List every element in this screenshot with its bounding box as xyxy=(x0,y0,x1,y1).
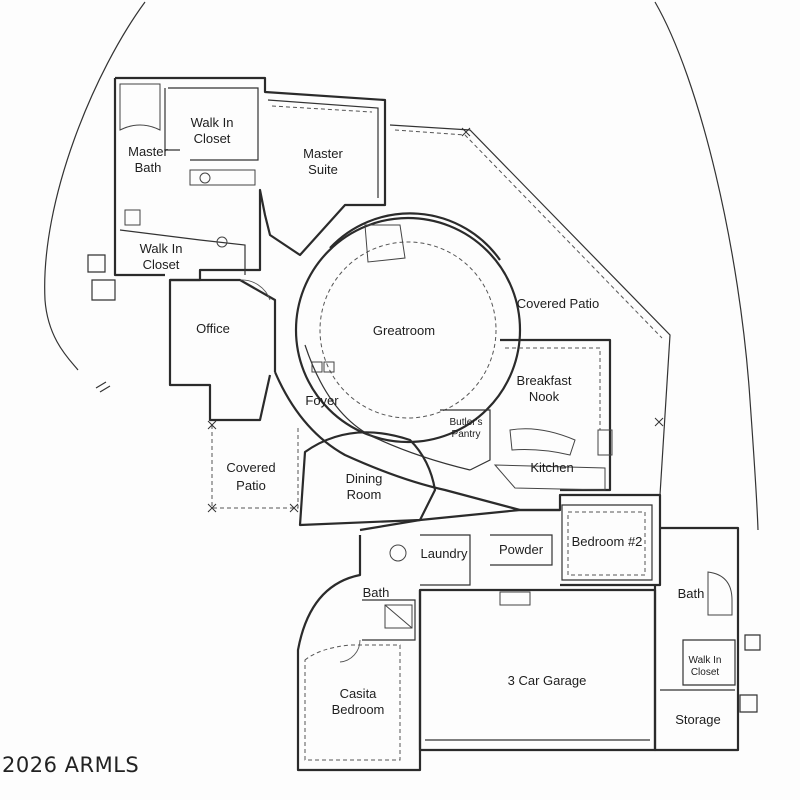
patio-post-5 xyxy=(654,417,664,427)
toilet-master xyxy=(124,209,141,226)
master-bath-wall xyxy=(113,78,165,277)
watermark: 2026 ARMLS xyxy=(2,753,139,777)
foyer-curve-outer xyxy=(273,371,560,512)
lot-line-right xyxy=(654,1,759,531)
room-label-bedroom-2: Bedroom #2 xyxy=(572,534,643,549)
casita-door xyxy=(339,639,361,663)
vanity-counter xyxy=(189,169,256,186)
room-label-office: Office xyxy=(196,321,230,336)
master-wing-outline xyxy=(115,76,387,422)
room-label-garage: 3 Car Garage xyxy=(508,673,587,688)
patio-dash-left xyxy=(211,425,299,509)
bedroom-2-dash xyxy=(567,511,646,576)
patio-dash-right xyxy=(394,129,663,339)
laundry-walls xyxy=(420,534,471,586)
butlers-pantry-walls xyxy=(440,409,491,471)
bedroom-2-walls xyxy=(561,504,653,581)
lot-line-left-end xyxy=(95,381,111,393)
patio-post-3 xyxy=(289,503,299,513)
room-label-bath-right: Bath xyxy=(678,586,705,601)
nook-dash xyxy=(505,347,601,430)
master-suite-dash xyxy=(271,105,373,113)
patio-post-4 xyxy=(461,127,471,137)
foyer-pillars xyxy=(311,361,335,373)
room-label-storage: Storage xyxy=(675,712,721,727)
kitchen-island xyxy=(509,428,576,456)
fridge xyxy=(597,429,613,456)
service-wing-outline xyxy=(359,493,662,587)
office-exterior xyxy=(91,279,116,301)
room-label-foyer: Foyer xyxy=(305,393,339,408)
kitchen-counter xyxy=(493,464,606,491)
master-suite-inner xyxy=(267,99,379,198)
greatroom-hearth-arc xyxy=(329,212,501,261)
garage-outline xyxy=(418,588,657,752)
sink-1 xyxy=(199,172,211,184)
foyer-curve-inner xyxy=(304,344,471,471)
right-closet-walls xyxy=(682,639,736,686)
powder-walls xyxy=(490,534,553,566)
lot-line-left xyxy=(44,1,146,371)
casita-shower xyxy=(384,604,413,629)
greatroom-inner-dash xyxy=(319,241,497,419)
casita-outline xyxy=(296,535,422,772)
room-label-greatroom: Greatroom xyxy=(373,323,435,338)
greatroom-outer-wall xyxy=(294,216,522,444)
room-label-covered-patio-right: Covered Patio xyxy=(517,296,599,311)
sink-2 xyxy=(216,236,228,248)
office-outline xyxy=(170,278,277,372)
room-label-laundry: Laundry xyxy=(421,546,468,561)
master-bath-inner xyxy=(164,88,180,151)
fireplace xyxy=(364,224,406,263)
master-tub xyxy=(119,83,161,131)
office-door xyxy=(239,279,271,301)
patio-boundary-right xyxy=(389,124,671,496)
right-exterior-boxes xyxy=(739,634,761,713)
room-label-powder: Powder xyxy=(499,542,544,557)
casita-toilet xyxy=(389,544,407,562)
room-label-kitchen: Kitchen xyxy=(530,460,573,475)
closet-2-walls xyxy=(119,229,246,275)
ac-pad xyxy=(87,254,106,273)
casita-bath-walls xyxy=(362,599,416,641)
garage-steps xyxy=(499,591,531,606)
patio-post-2 xyxy=(207,503,217,513)
patio-post-1 xyxy=(207,420,217,430)
right-tub xyxy=(707,571,733,616)
walk-in-closet-1-walls xyxy=(168,87,259,161)
dining-room-outline xyxy=(298,431,437,527)
room-label-bath-casita: Bath xyxy=(363,585,390,600)
